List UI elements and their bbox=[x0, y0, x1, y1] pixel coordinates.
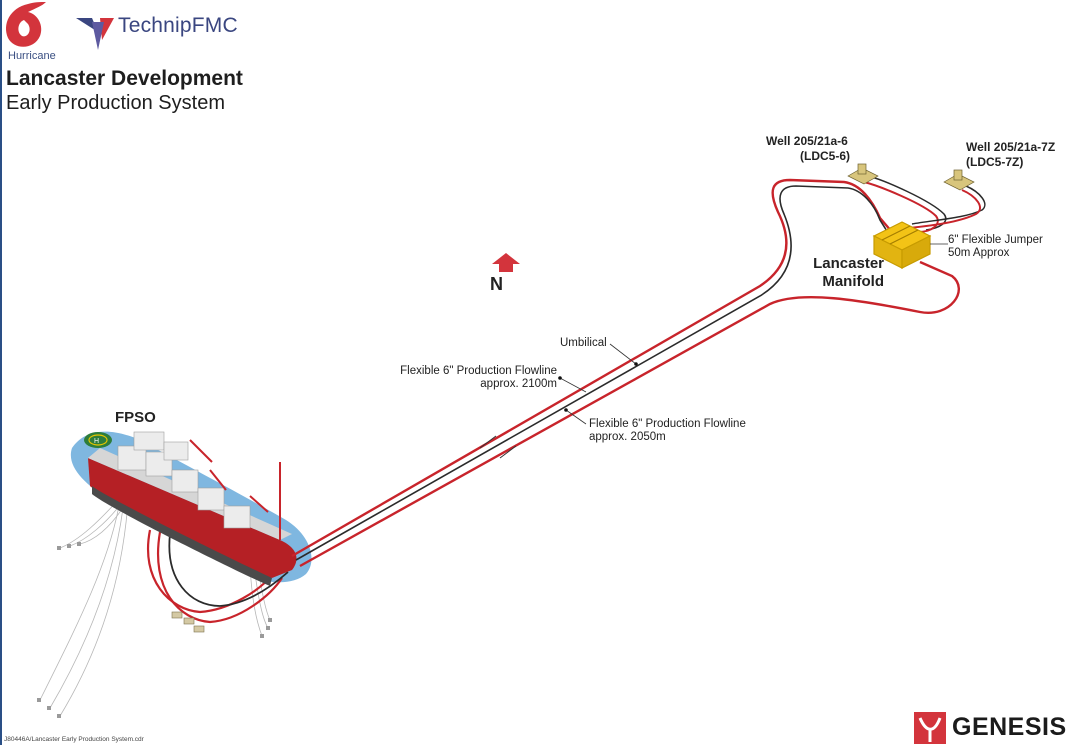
flowline-2050m-label-line2: approx. 2050m bbox=[589, 431, 666, 443]
helideck-icon: H bbox=[84, 432, 112, 448]
manifold-structure bbox=[872, 221, 932, 269]
well-a-label-line2: (LDC5-6) bbox=[800, 149, 850, 163]
well-a-label: Well 205/21a-6 (LDC5-6) bbox=[766, 134, 850, 164]
label-leaders bbox=[559, 243, 948, 425]
flowline-2100m-label-line2: approx. 2100m bbox=[480, 378, 557, 390]
flowline-2050m-label-line1: Flexible 6" Production Flowline bbox=[589, 418, 746, 430]
hurricane-logo-icon bbox=[6, 2, 46, 47]
technipfmc-logo-icon bbox=[76, 18, 114, 50]
jumper-label-line2: 50m Approx bbox=[948, 247, 1010, 259]
fpso-vessel: H bbox=[84, 431, 297, 586]
risers bbox=[147, 529, 289, 624]
jumper-label-line1: 6" Flexible Jumper bbox=[948, 234, 1043, 246]
technipfmc-logo-text: TechnipFMC bbox=[118, 14, 238, 37]
page-subtitle: Early Production System bbox=[6, 92, 225, 114]
flowline-2100m bbox=[291, 178, 893, 558]
umbilical-label: Umbilical bbox=[560, 337, 607, 349]
well-jumpers bbox=[863, 175, 986, 233]
well-b-label: Well 205/21a-7Z (LDC5-7Z) bbox=[966, 140, 1055, 170]
page-left-border bbox=[0, 0, 2, 745]
flowline-2050m-label: Flexible 6" Production Flowline approx. … bbox=[589, 418, 746, 444]
genesis-logo-text: GENESIS bbox=[952, 713, 1066, 741]
riser-bases bbox=[171, 611, 205, 633]
jumper-label: 6" Flexible Jumper 50m Approx bbox=[948, 234, 1043, 260]
svg-text:N: N bbox=[490, 274, 503, 294]
svg-text:H: H bbox=[94, 438, 99, 445]
flowline-2050m bbox=[299, 260, 960, 568]
manifold-label: Lancaster Manifold bbox=[808, 255, 884, 291]
line-break-marks bbox=[479, 435, 517, 459]
well-b-label-line1: Well 205/21a-7Z bbox=[966, 140, 1056, 154]
north-arrow-icon: N bbox=[490, 253, 520, 294]
manifold-label-line2: Manifold bbox=[822, 273, 884, 290]
page-title: Lancaster Development bbox=[6, 67, 243, 90]
leader-dots bbox=[558, 362, 638, 412]
flowline-2100m-label: Flexible 6" Production Flowline approx. … bbox=[395, 365, 557, 391]
well-a-label-line1: Well 205/21a-6 bbox=[766, 134, 848, 148]
fpso-label: FPSO bbox=[115, 409, 156, 426]
genesis-logo-icon bbox=[914, 712, 946, 744]
flowline-2100m-label-line1: Flexible 6" Production Flowline bbox=[400, 365, 557, 377]
manifold-label-line1: Lancaster bbox=[813, 255, 884, 272]
wellhead-icon bbox=[847, 163, 975, 191]
umbilical-line bbox=[295, 185, 891, 561]
hurricane-logo-text: Hurricane bbox=[8, 50, 56, 62]
mooring-anchors bbox=[37, 542, 272, 718]
well-b-label-line2: (LDC5-7Z) bbox=[966, 155, 1024, 169]
file-path-caption: J80446A/Lancaster Early Production Syste… bbox=[4, 736, 144, 743]
